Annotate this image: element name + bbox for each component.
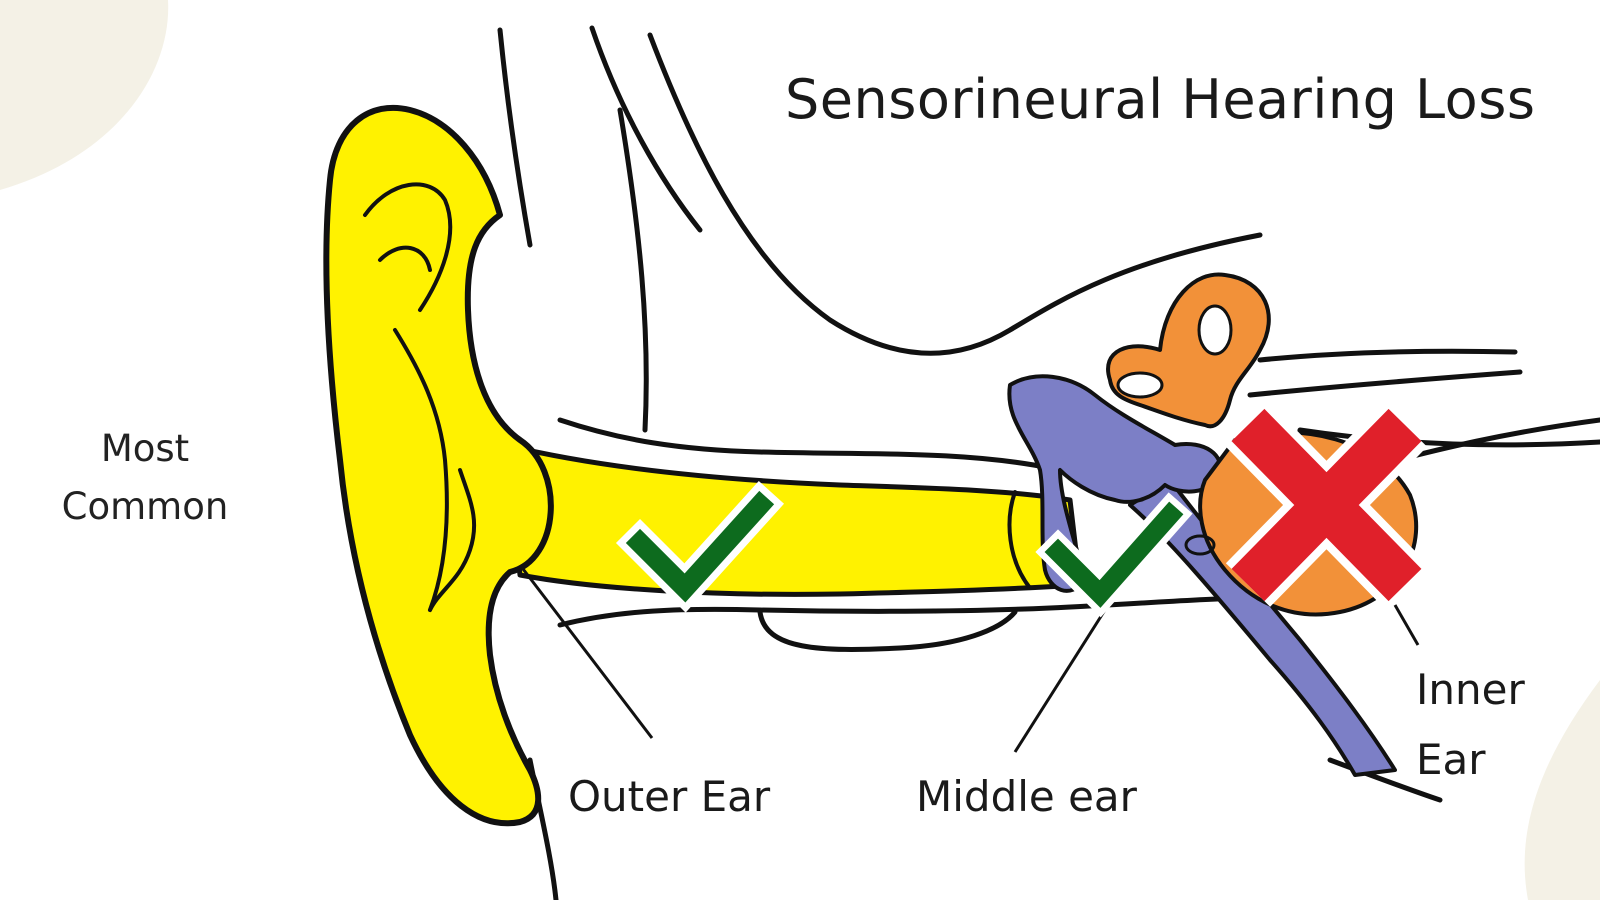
cross-icon bbox=[1225, 403, 1428, 607]
most-common-line-2: Common bbox=[61, 485, 229, 528]
background-blob-top-left bbox=[0, 0, 169, 190]
diagram-title: Sensorineural Hearing Loss bbox=[785, 68, 1536, 131]
check-icon bbox=[1035, 492, 1193, 618]
most-common-note: Most Common bbox=[40, 420, 250, 536]
outer-ear bbox=[323, 104, 1083, 827]
outer-ear-label: Outer Ear bbox=[568, 772, 771, 821]
leader-lines bbox=[518, 564, 1420, 753]
ear-canal bbox=[502, 442, 1083, 597]
inner-ear-label: Inner Ear bbox=[1416, 655, 1525, 795]
inner-ear-label-line-1: Inner bbox=[1416, 665, 1525, 714]
ear-pinna bbox=[323, 104, 554, 827]
middle-ear-label: Middle ear bbox=[916, 772, 1137, 821]
check-icon bbox=[615, 480, 785, 613]
semicircular-canals bbox=[1106, 272, 1271, 429]
most-common-line-1: Most bbox=[100, 427, 190, 470]
background-blob-bottom-right bbox=[1524, 680, 1600, 900]
inner-ear-label-line-2: Ear bbox=[1416, 735, 1486, 784]
